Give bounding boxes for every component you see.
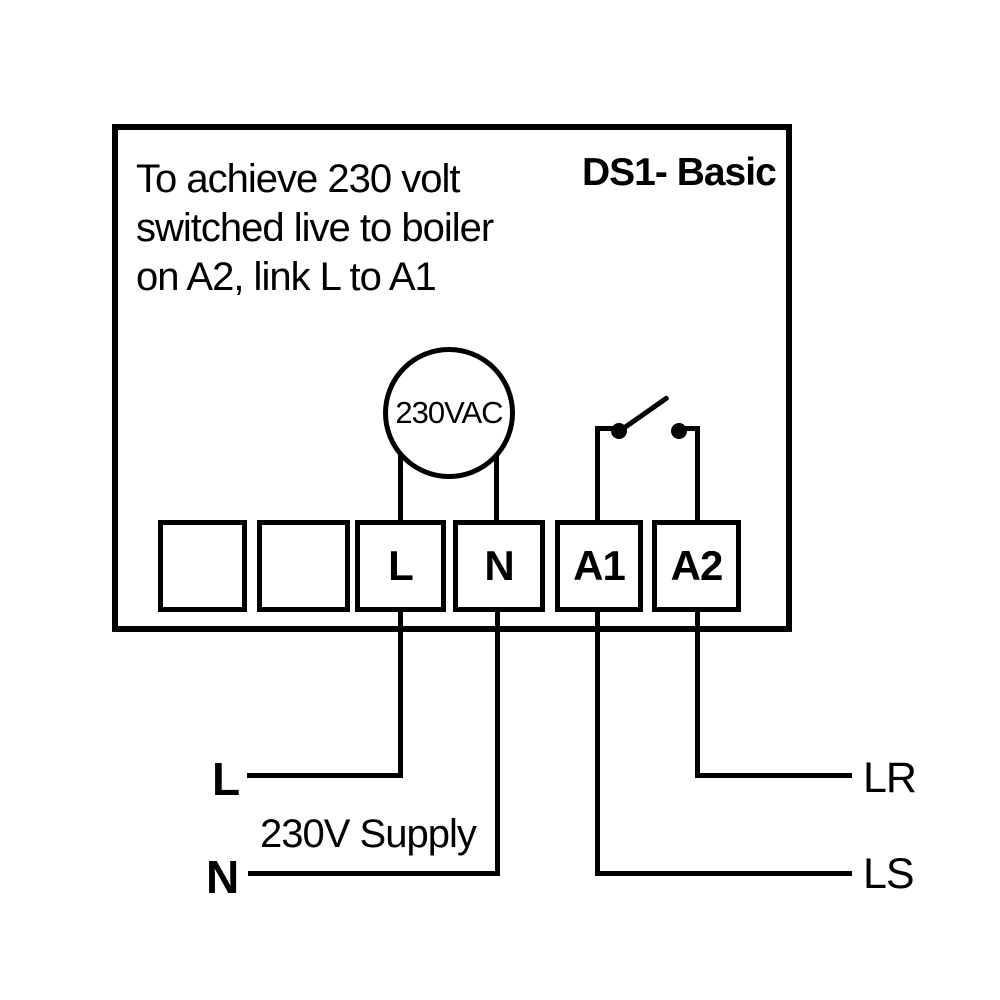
- wire-source-to-l: [398, 413, 403, 520]
- terminal-a1: A1: [555, 520, 643, 612]
- wire-lr-run: [695, 773, 852, 778]
- device-title: DS1- Basic: [582, 151, 777, 194]
- wire-switch-to-a2: [695, 426, 700, 520]
- wire-switch-to-a1: [595, 426, 600, 520]
- terminal-blank-1: [158, 520, 247, 612]
- terminal-a2: A2: [652, 520, 741, 612]
- wire-switch-right-hook: [676, 426, 700, 431]
- wire-ls-run: [595, 871, 852, 876]
- wire-n-run: [248, 871, 500, 876]
- instruction-note-line-2: switched live to boiler: [136, 206, 494, 250]
- terminal-n: N: [453, 520, 545, 612]
- output-ls-label: LS: [863, 850, 915, 898]
- output-lr-label: LR: [863, 754, 917, 802]
- wire-l-run: [247, 773, 403, 778]
- terminal-blank-2: [257, 520, 350, 612]
- terminal-l: L: [355, 520, 446, 612]
- instruction-note-line-3: on A2, link L to A1: [136, 255, 437, 299]
- power-source-symbol: 230VAC: [383, 347, 515, 479]
- power-source-label: 230VAC: [395, 395, 503, 430]
- terminal-a2-label: A2: [670, 542, 724, 589]
- wire-switch-left-hook: [595, 426, 623, 431]
- supply-neutral-label: N: [206, 851, 240, 903]
- wire-a1-drop: [595, 612, 600, 876]
- wire-a2-drop: [695, 612, 700, 778]
- wire-l-drop: [398, 612, 403, 778]
- supply-live-label: L: [212, 753, 241, 805]
- terminal-a1-label: A1: [573, 542, 626, 589]
- terminal-n-label: N: [484, 542, 514, 589]
- terminal-l-label: L: [388, 542, 414, 589]
- wire-source-to-n: [494, 413, 499, 520]
- instruction-note: To achieve 230 volt switched live to boi…: [136, 155, 494, 302]
- supply-caption: 230V Supply: [260, 812, 477, 856]
- instruction-note-line-1: To achieve 230 volt: [136, 157, 460, 201]
- device-outline-box: [112, 124, 792, 632]
- switch-contact-right-dot-icon: [671, 423, 687, 439]
- wire-n-drop: [495, 612, 500, 876]
